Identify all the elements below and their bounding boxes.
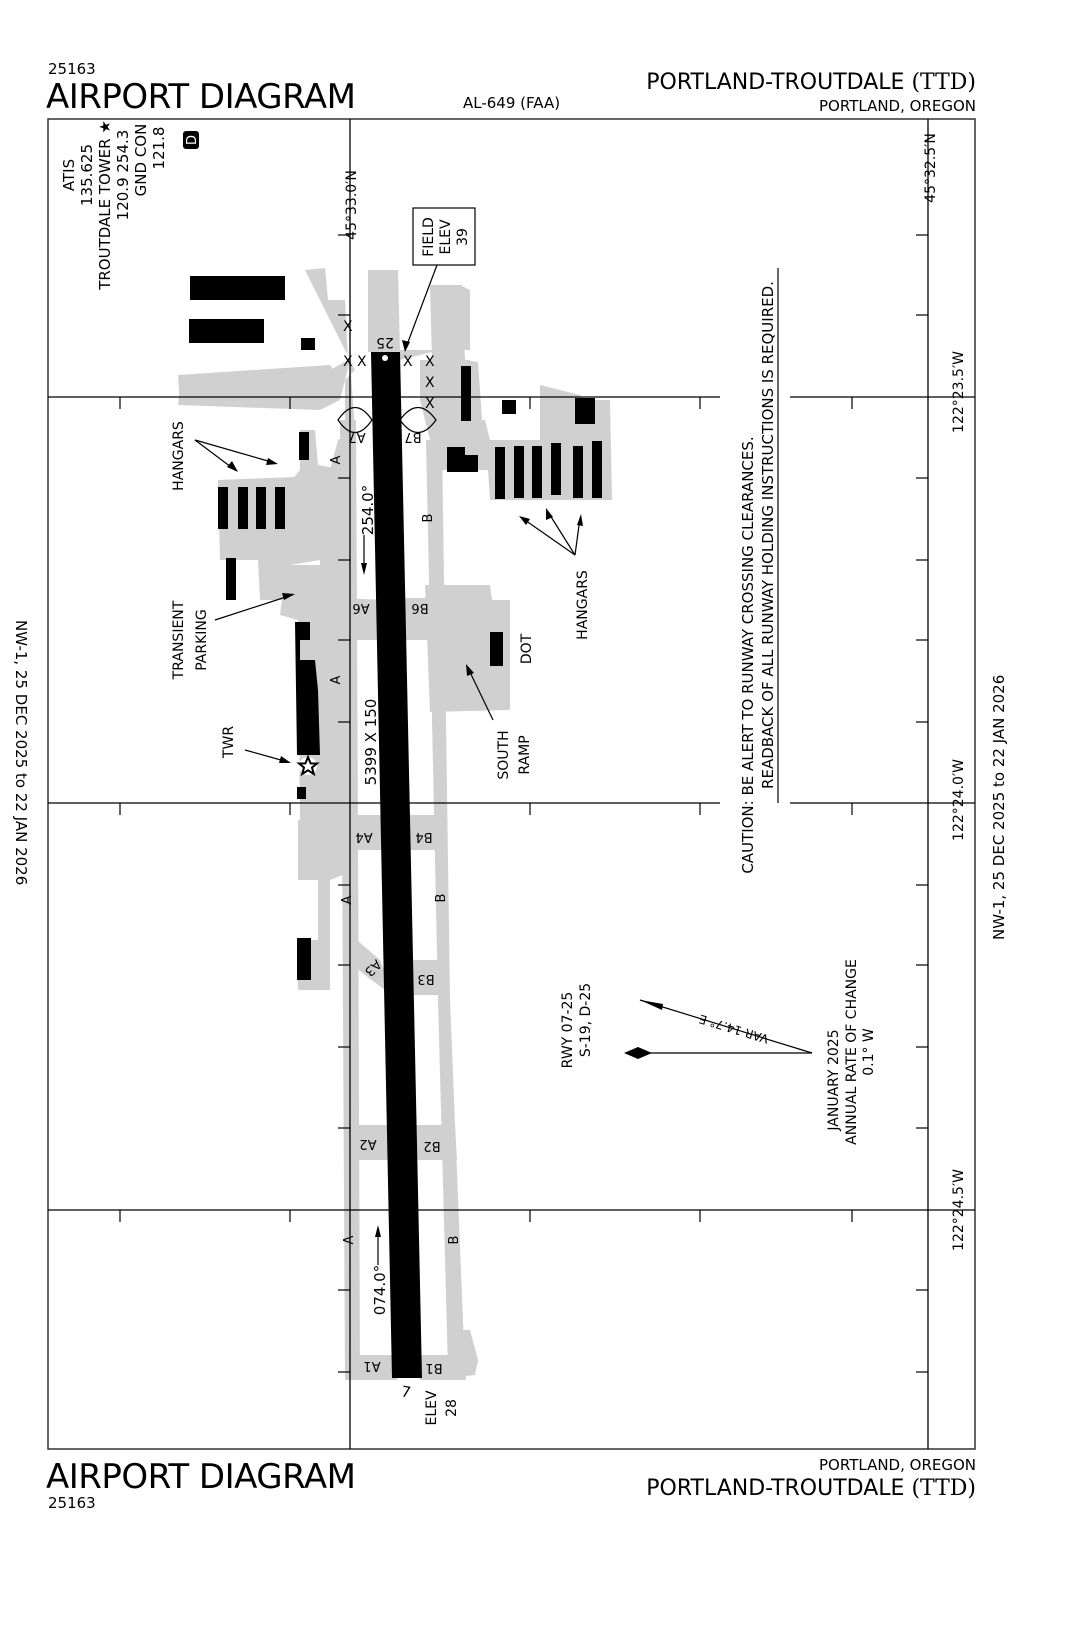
taxiway-b-label: B [421, 514, 436, 523]
lon-label-1: 122°23.5′W [951, 351, 967, 433]
atis-freq: 135.625 [78, 144, 96, 206]
transient-parking-label-1: TRANSIENT [171, 600, 187, 680]
magnetic-variation-label: VAR 14.7° E [697, 1012, 770, 1046]
runway-heading-254: 254.0° [359, 485, 377, 535]
runway-strength-values: S-19, D-25 [578, 983, 594, 1057]
chart-frame [47, 118, 976, 1450]
arrowheads [227, 458, 583, 763]
airport-name: PORTLAND-TROUTDALE [646, 70, 905, 95]
dot-label: DOT [519, 633, 535, 664]
arrow-icon [402, 340, 410, 352]
lat-lon-grid [48, 119, 975, 1449]
taxiway-a-label: A [329, 675, 344, 684]
x-mark-icon: X [425, 375, 435, 391]
connector-a4: A4 [355, 829, 372, 844]
taxiway-b-label: B [447, 1236, 462, 1245]
runway-dimensions: 5399 X 150 [362, 699, 380, 786]
south-ramp-label-1: SOUTH [496, 730, 512, 779]
x-mark-icon: X [357, 354, 367, 370]
area-labels: HANGARS TRANSIENT PARKING TWR SOUTH RAMP… [171, 421, 591, 780]
field-elev-value: 39 [455, 228, 471, 246]
runway-7-label: 7 [400, 1382, 413, 1401]
city-state-bottom: PORTLAND, OREGON [819, 1456, 976, 1474]
connector-b6: B6 [411, 600, 428, 615]
x-mark-icon: X [403, 354, 413, 370]
lon-label-3: 122°24.5′W [951, 1169, 967, 1251]
lon-label-2: 122°24.0′W [951, 759, 967, 841]
chart-number-top: 25163 [48, 60, 96, 78]
epoch-year: JANUARY 2025 [826, 1029, 842, 1131]
buildings [189, 276, 602, 980]
airport-code: (TTD) [911, 1476, 976, 1501]
taxiway-a-label: A [340, 895, 355, 904]
runway-end-dot [382, 355, 388, 361]
lat-label-left: 45°33.0′N [344, 170, 360, 240]
runway-07-25 [371, 352, 422, 1378]
transient-parking-label-2: PARKING [194, 609, 210, 670]
field-elevation-box: FIELD ELEV 39 [402, 207, 476, 352]
taxiway-b-label: B [434, 894, 449, 903]
chart-title-bottom: AIRPORT DIAGRAM [46, 1457, 356, 1497]
field-elev-label-1: FIELD [421, 217, 437, 257]
annual-change-value: 0.1° W [861, 1028, 877, 1076]
x-mark-icon: X [425, 354, 435, 370]
annual-change-label: ANNUAL RATE OF CHANGE [844, 959, 860, 1145]
taxiway-labels: A A A A B B B A7 A6 A4 A3 A2 A1 B7 B6 B4… [329, 429, 462, 1375]
airport-name-bottom: PORTLAND-TROUTDALE (TTD) [646, 1478, 976, 1500]
chart-number-bottom: 25163 [48, 1494, 96, 1512]
connector-b1: B1 [425, 1360, 442, 1375]
runway-strength-label: RWY 07-25 [560, 992, 576, 1069]
caution-line-2: READBACK OF ALL RUNWAY HOLDING INSTRUCTI… [759, 281, 777, 789]
hold-position-markers: X X X X X X X [343, 319, 435, 412]
d-atis-badge-icon [183, 131, 199, 149]
rwy7-elev-value: 28 [444, 1399, 460, 1417]
connector-b3: B3 [417, 971, 434, 986]
airport-name-top: PORTLAND-TROUTDALE (TTD) [646, 72, 976, 94]
connector-a1: A1 [363, 1358, 380, 1373]
field-elev-label-2: ELEV [438, 219, 454, 254]
tower-label: TROUTDALE TOWER ★ [96, 120, 114, 291]
grid-ticks [119, 234, 928, 1373]
lat-label-right: 45°32.5′N [923, 133, 939, 203]
procedure-id: AL-649 (FAA) [463, 94, 561, 112]
taxiway-a-label: A [329, 455, 344, 464]
hangars-label-south: HANGARS [575, 570, 591, 640]
effective-date-right: NW-1, 25 DEC 2025 to 22 JAN 2026 [990, 675, 1008, 940]
connector-b2: B2 [423, 1138, 440, 1153]
x-mark-icon: X [343, 319, 353, 335]
hangars-label-north: HANGARS [171, 421, 187, 491]
effective-date-left: NW-1, 25 DEC 2025 to 22 JAN 2026 [12, 620, 30, 885]
connector-b4: B4 [415, 829, 432, 844]
connector-a7: A7 [348, 429, 365, 444]
d-atis-badge-label: D [185, 135, 200, 145]
magnetic-variation-icon [624, 999, 813, 1059]
arrow-up-icon [375, 1225, 381, 1237]
chart-title-top: AIRPORT DIAGRAM [46, 77, 356, 117]
tower-icon [296, 754, 320, 777]
airport-code: (TTD) [911, 70, 976, 95]
runway-25-label: 25 [376, 334, 394, 350]
rwy7-elev-label: ELEV [424, 1390, 440, 1425]
city-state-top: PORTLAND, OREGON [819, 97, 976, 115]
frequency-block: ATIS 135.625 TROUTDALE TOWER ★ 120.9 254… [60, 120, 200, 291]
arrow-down-icon [361, 563, 367, 575]
connector-a6: A6 [352, 600, 369, 615]
caution-line-1: CAUTION: BE ALERT TO RUNWAY CROSSING CLE… [739, 436, 757, 873]
ground-freq: 121.8 [150, 127, 168, 170]
taxiway-a-label: A [342, 1235, 357, 1244]
tower-freq: 120.9 254.3 [114, 130, 132, 221]
atis-label: ATIS [60, 159, 78, 191]
connector-b7: B7 [404, 429, 421, 444]
ground-label: GND CON [132, 124, 150, 197]
x-mark-icon: X [343, 354, 353, 370]
south-ramp-label-2: RAMP [517, 735, 533, 774]
tower-label: TWR [221, 726, 237, 759]
hot-spot-icons [337, 406, 437, 434]
x-mark-icon: X [425, 396, 435, 412]
airport-name: PORTLAND-TROUTDALE [646, 1476, 905, 1501]
connector-a2: A2 [359, 1136, 376, 1151]
pavement-areas [178, 268, 612, 1380]
runway-heading-074: 074.0° [371, 1265, 389, 1315]
